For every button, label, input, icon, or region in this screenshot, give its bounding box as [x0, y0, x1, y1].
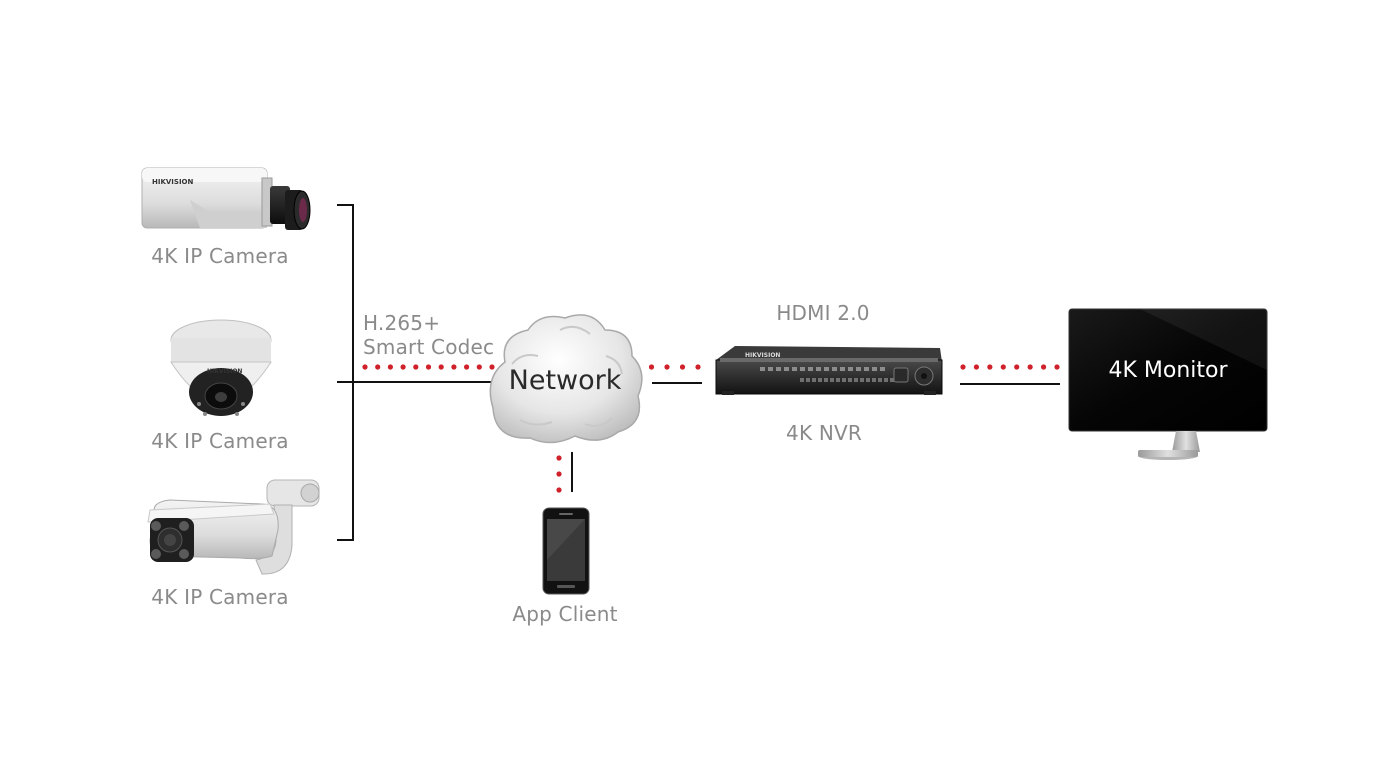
camera-bracket	[337, 204, 354, 541]
nvr-button	[830, 378, 834, 382]
box-camera-icon: HIKVISION	[141, 167, 311, 230]
nvr-button	[806, 378, 810, 382]
red-dot	[1014, 364, 1020, 370]
network-app-dots	[556, 455, 562, 493]
nvr-button	[800, 367, 805, 371]
network-label: Network	[508, 365, 622, 396]
nvr-button	[842, 378, 846, 382]
nvr-button	[776, 367, 781, 371]
camera-label-3: 4K IP Camera	[151, 585, 289, 609]
nvr-button	[784, 367, 789, 371]
nvr-button	[860, 378, 864, 382]
red-dot	[556, 487, 562, 493]
camera-network-dots	[362, 364, 495, 370]
nvr-button	[878, 378, 882, 382]
hdmi-label: HDMI 2.0	[776, 301, 870, 325]
red-dot	[556, 471, 562, 477]
red-dot	[438, 364, 444, 370]
red-dot	[664, 364, 670, 370]
nvr-icon: HIKVISION	[715, 346, 943, 395]
nvr-button	[884, 378, 888, 382]
nvr-button	[824, 378, 828, 382]
nvr-button	[872, 378, 876, 382]
nvr-button	[854, 378, 858, 382]
nvr-button	[890, 378, 894, 382]
nvr-button	[808, 367, 813, 371]
nvr-button	[880, 367, 885, 371]
red-dot	[375, 364, 381, 370]
nvr-button	[872, 367, 877, 371]
red-dot	[973, 364, 980, 370]
nvr-button	[832, 367, 837, 371]
red-dot	[679, 364, 686, 370]
nvr-front-buttons	[760, 367, 894, 382]
nvr-button	[760, 367, 765, 371]
camera-brand-text-2: HIKVISION	[207, 368, 242, 375]
nvr-button	[864, 367, 869, 371]
nvr-brand-text: HIKVISION	[745, 352, 780, 359]
red-dot	[362, 364, 368, 370]
nvr-button	[848, 367, 853, 371]
monitor-label: 4K Monitor	[1108, 358, 1228, 383]
nvr-button	[824, 367, 829, 371]
bullet-camera-icon	[147, 479, 320, 575]
red-dot	[476, 364, 482, 370]
red-dot	[400, 364, 406, 370]
nvr-button	[866, 378, 870, 382]
red-dot	[425, 364, 432, 370]
red-dot	[556, 455, 562, 461]
nvr-button	[800, 378, 804, 382]
camera-brand-text: HIKVISION	[152, 178, 194, 186]
nvr-button	[816, 367, 821, 371]
red-dot	[1040, 364, 1047, 370]
nvr-label: 4K NVR	[786, 421, 862, 445]
red-dot	[489, 364, 495, 370]
nvr-button	[840, 367, 845, 371]
dome-camera-icon: HIKVISION	[170, 319, 272, 416]
nvr-monitor-dots	[960, 364, 1060, 370]
red-dot	[1000, 364, 1006, 370]
nvr-button	[768, 367, 773, 371]
nvr-button	[836, 378, 840, 382]
nvr-button	[818, 378, 822, 382]
codec-label-line2: Smart Codec	[363, 335, 495, 359]
cloud-icon	[489, 314, 643, 444]
red-dot	[1027, 364, 1033, 370]
codec-label-line1: H.265+	[363, 311, 441, 335]
red-dot	[1054, 364, 1060, 370]
red-dot	[695, 364, 701, 370]
network-nvr-dots	[633, 364, 701, 370]
smartphone-icon	[542, 507, 590, 595]
nvr-button	[848, 378, 852, 382]
app-client-label: App Client	[512, 602, 618, 626]
red-dot	[987, 364, 993, 370]
red-dot	[648, 364, 655, 370]
red-dot	[451, 364, 457, 370]
red-dot	[387, 364, 393, 370]
red-dot	[960, 364, 966, 370]
monitor-icon	[1068, 308, 1268, 460]
nvr-button	[792, 367, 797, 371]
nvr-button	[856, 367, 861, 371]
red-dot	[413, 364, 419, 370]
nvr-button	[812, 378, 816, 382]
camera-label-2: 4K IP Camera	[151, 429, 289, 453]
camera-label-1: 4K IP Camera	[151, 244, 289, 268]
red-dot	[464, 364, 470, 370]
